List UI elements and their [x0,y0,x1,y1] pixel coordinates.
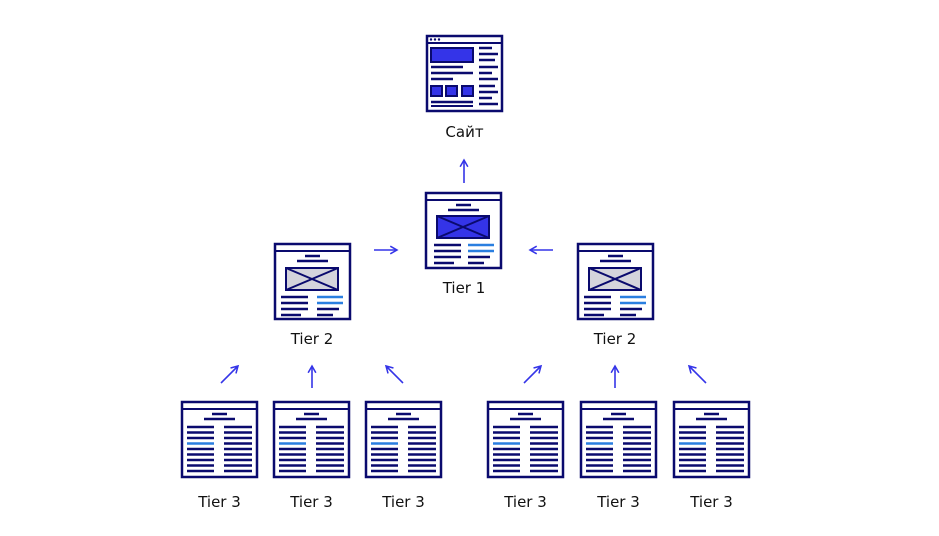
text-page-icon [579,400,658,479]
tier3-node: Tier 3 [579,400,658,511]
article-page-icon [273,242,352,321]
tier3-label: Tier 3 [289,493,333,511]
tier2-label-left: Tier 2 [290,330,334,348]
text-page-icon [272,400,351,479]
arrows [220,158,707,388]
tier3-label: Tier 3 [503,493,547,511]
tier3-row: Tier 3 Tier 3 Tier 3 Tier 3 Tier 3 Tier 3 [180,400,751,511]
tier3-label: Tier 3 [381,493,425,511]
site-label: Сайт [445,123,483,141]
arrow-up-left-icon [384,364,404,384]
tier1-label: Tier 1 [442,279,486,297]
tier3-label: Tier 3 [596,493,640,511]
tier3-node: Tier 3 [672,400,751,511]
text-page-icon [672,400,751,479]
arrow-up-right-icon [523,364,543,384]
article-page-icon [424,191,503,270]
tier1-node: Tier 1 [424,191,503,297]
tier3-node: Tier 3 [486,400,565,511]
tier2-node-right: Tier 2 [576,242,655,348]
site-node: Сайт [425,34,504,141]
text-page-icon [364,400,443,479]
tier3-label: Tier 3 [689,493,733,511]
text-page-icon [486,400,565,479]
tier2-label-right: Tier 2 [593,330,637,348]
tier3-label: Tier 3 [197,493,241,511]
arrow-up-left-icon [687,364,707,384]
text-page-icon [180,400,259,479]
website-icon [425,34,504,113]
article-page-icon [576,242,655,321]
tier3-node: Tier 3 [364,400,443,511]
tier2-node-left: Tier 2 [273,242,352,348]
arrow-up-right-icon [220,364,240,384]
tier3-node: Tier 3 [272,400,351,511]
tier3-node: Tier 3 [180,400,259,511]
